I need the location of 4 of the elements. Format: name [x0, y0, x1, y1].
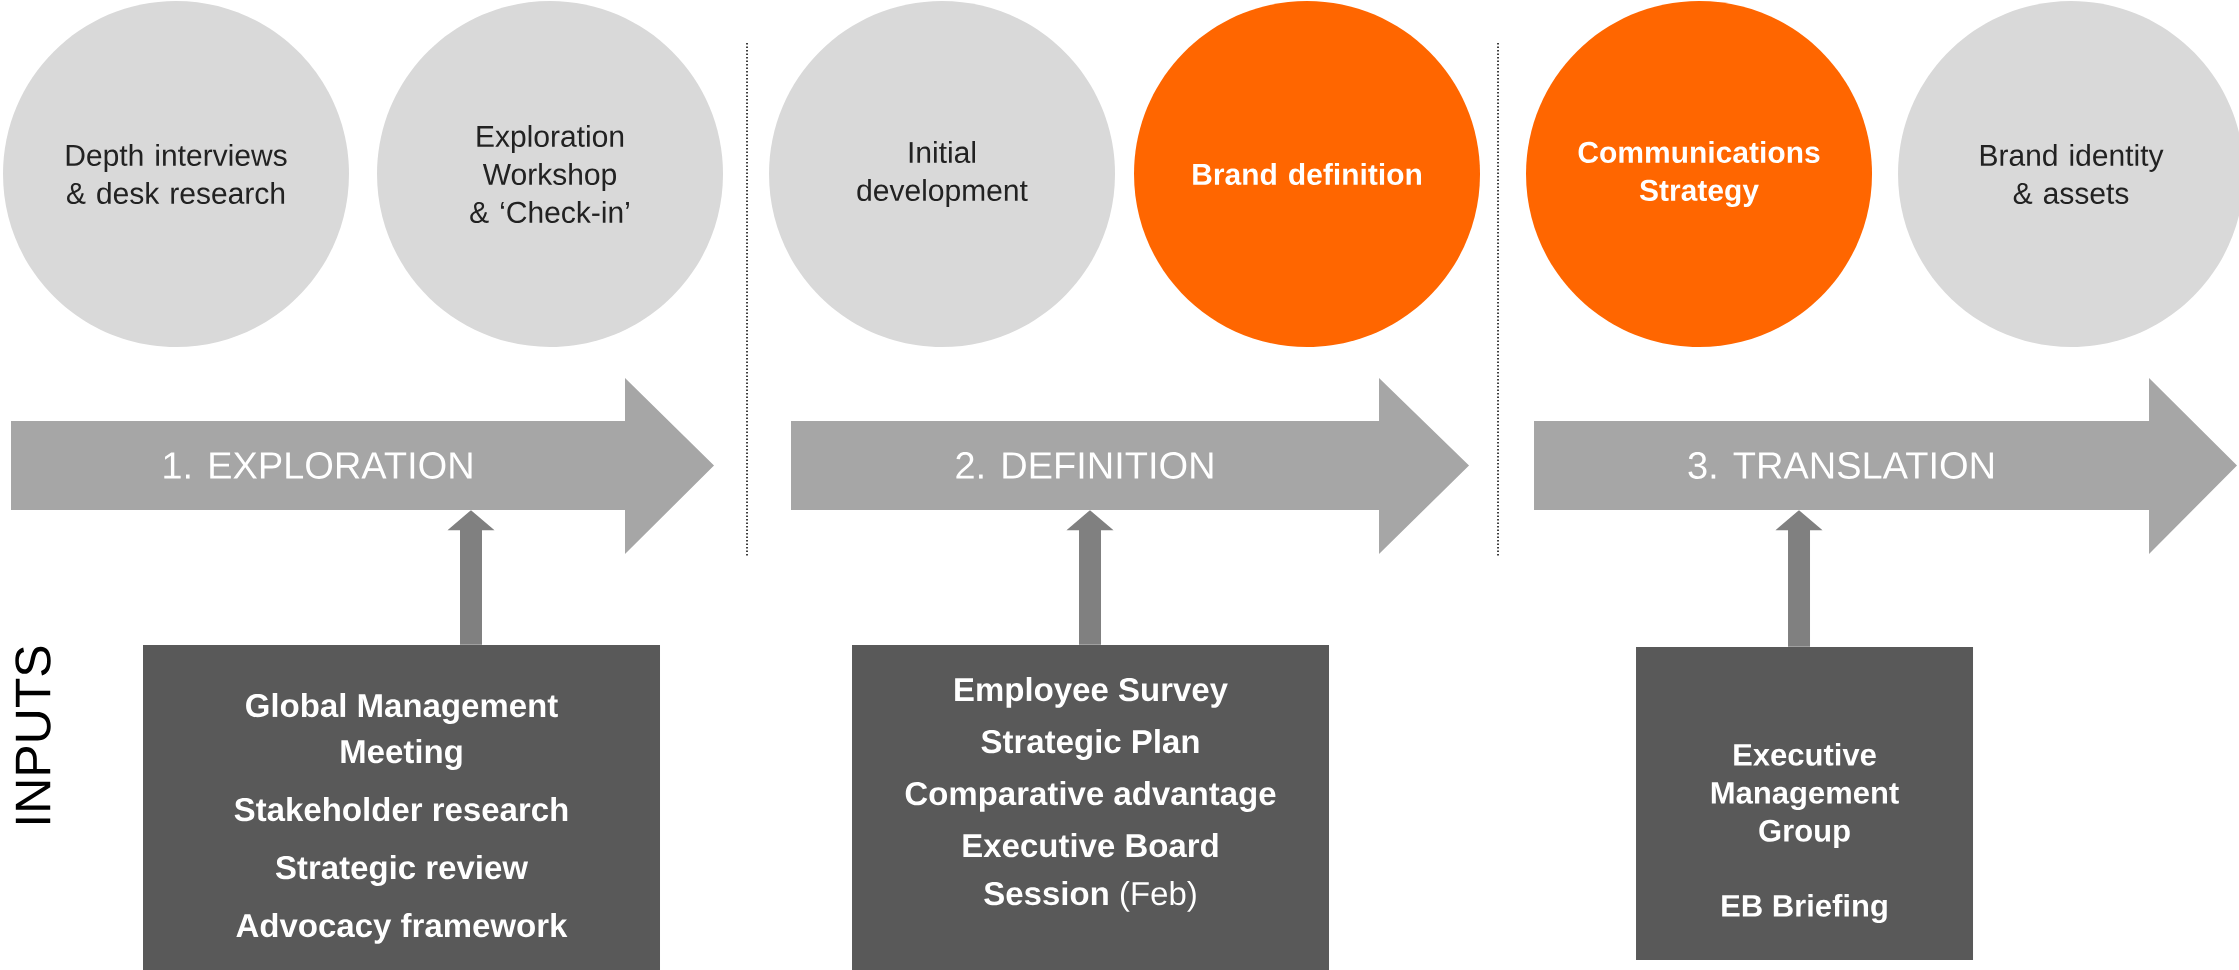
input-box: Employee Survey Strategic Plan Comparative advantage Executive Board Session (Feb)	[852, 645, 1329, 970]
input-box: Executive Management Group EB Briefing	[1636, 647, 1973, 960]
input-box: Global Management Meeting Stakeholder research Strategic review Advocacy framework	[143, 645, 660, 970]
side-label: INPUTS	[15, 646, 51, 824]
